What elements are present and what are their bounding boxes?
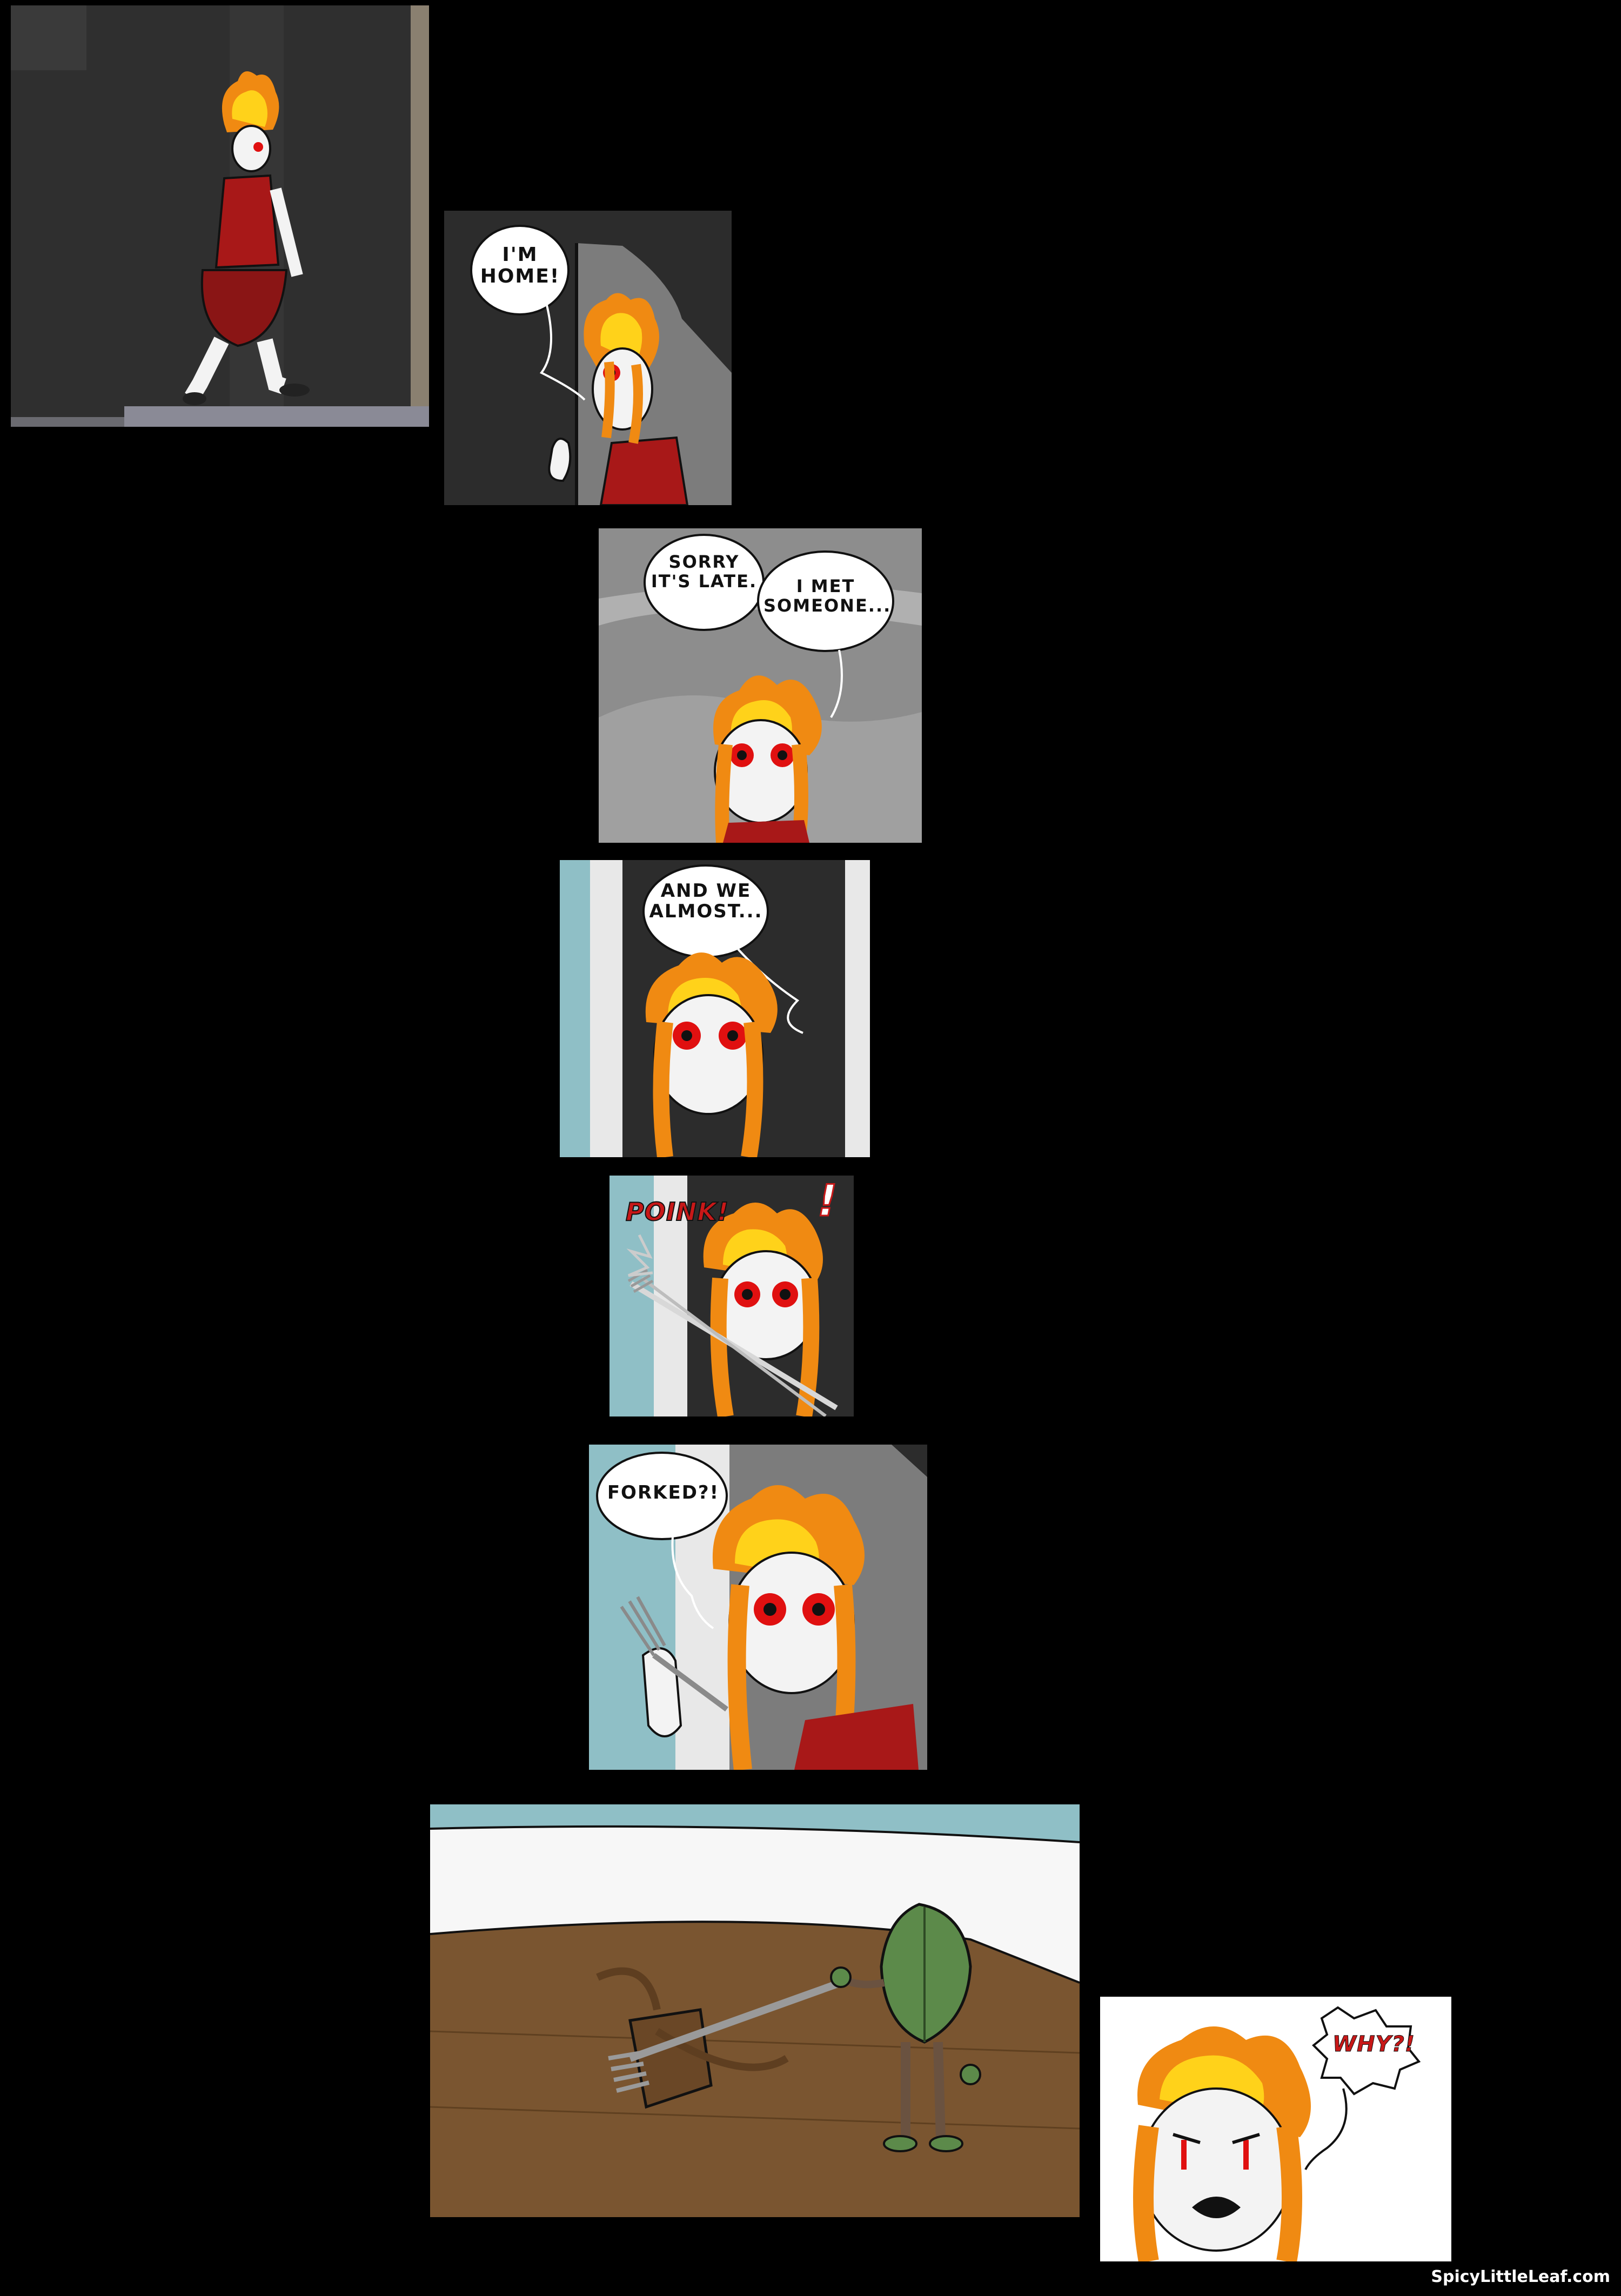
panel-2-art (444, 211, 732, 505)
fire-girl-talking (713, 675, 822, 843)
speech-why: WHY?! (1332, 2032, 1416, 2057)
why-burst-bubble (1304, 2006, 1421, 2170)
impact-burst-icon (626, 1234, 653, 1277)
panel-1-art (11, 5, 429, 427)
fire-girl-holding-fork (641, 1485, 919, 1770)
speech-sorry-its-late: SORRY IT'S LATE. (651, 552, 758, 592)
speech-im-home: I'M HOME! (480, 244, 560, 288)
leaf-character (830, 1903, 981, 2152)
sfx-poink: POINK! (625, 1197, 729, 1227)
panel-7-art (430, 1804, 1080, 2217)
fire-girl-angry (1133, 2026, 1311, 2261)
fork-icon (608, 1979, 842, 2093)
panel-4-art (560, 860, 870, 1157)
speech-and-we-almost: AND WE ALMOST... (649, 880, 763, 923)
speech-forked: FORKED?! (607, 1482, 720, 1503)
speech-i-met-someone: I MET SOMEONE... (763, 576, 892, 616)
fire-girl-walking (183, 71, 310, 405)
speech-bubble (470, 225, 570, 315)
panel-6-art (589, 1445, 927, 1770)
fire-girl-startled (703, 1203, 823, 1416)
panel-4: AND WE ALMOST... (560, 860, 870, 1157)
panel-8: WHY?! (1100, 1997, 1451, 2261)
panel-5: POINK! ! (609, 1176, 854, 1416)
panel-5-art (609, 1176, 854, 1416)
panel-7 (430, 1804, 1080, 2217)
panel-3: SORRY IT'S LATE. I MET SOMEONE... (599, 528, 922, 843)
panel-1 (11, 5, 429, 427)
speech-bubble-2 (757, 550, 894, 652)
panel-8-art (1100, 1997, 1451, 2261)
fork-icon (620, 1596, 728, 1712)
panel-2: I'M HOME! (444, 211, 732, 505)
speech-bubble (596, 1452, 728, 1540)
panel-6: FORKED?! (589, 1445, 927, 1770)
exclamation-mark: ! (816, 1176, 838, 1227)
site-credit: SpicyLittleLeaf.com (1431, 2267, 1610, 2286)
fire-girl-entering (548, 293, 689, 505)
fire-girl-closeup (645, 952, 778, 1157)
panel-3-art (599, 528, 922, 843)
